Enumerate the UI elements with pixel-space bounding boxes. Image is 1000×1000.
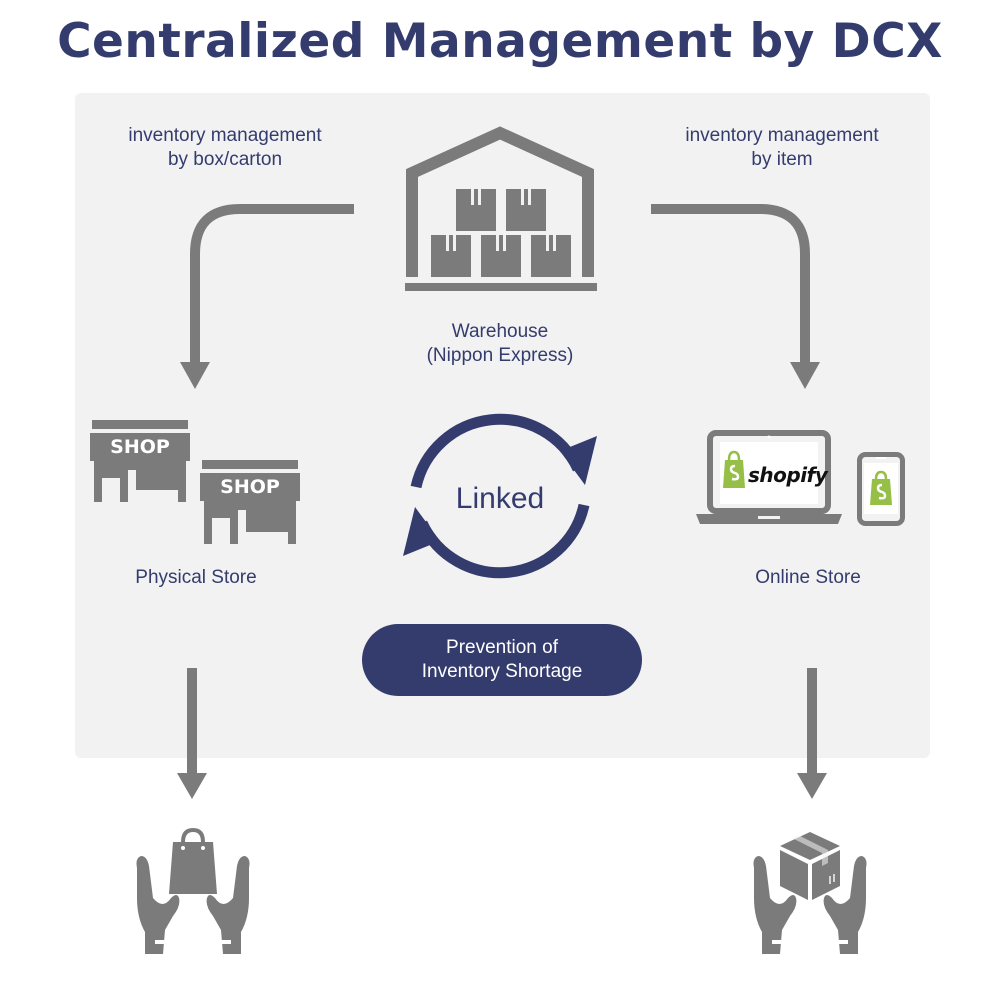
right-flow-arrow-head [790, 362, 820, 389]
linked-label: Linked [455, 482, 545, 515]
right-flow-label-line2: by item [751, 149, 813, 170]
shop-building-2 [200, 460, 300, 544]
warehouse-icon [405, 126, 597, 291]
sync-cycle-icon [403, 413, 597, 579]
left-flow-label-line1: inventory management [128, 125, 322, 146]
shop-icon: SHOP [200, 460, 300, 544]
right-down-arrow-head [797, 773, 827, 799]
right-down-arrow-shaft [807, 668, 817, 774]
right-flow-label: inventory management by item [657, 124, 907, 172]
left-flow-label-line2: by box/carton [167, 149, 283, 170]
shopify-wordmark: shopify [748, 463, 828, 487]
laptop-body [696, 430, 842, 524]
right-flow-label-line1: inventory management [685, 125, 879, 146]
smartphone-icon [857, 452, 905, 526]
shop-building-1 [90, 420, 190, 502]
physical-store-label: Physical Store [135, 567, 257, 588]
laptop-icon: shopify [696, 430, 842, 526]
online-store-label: Online Store [755, 567, 861, 588]
prevention-badge-line2: Inventory Shortage [421, 661, 583, 682]
left-flow-arrow-head [180, 362, 210, 389]
shop-sign-1: SHOP [110, 436, 170, 458]
prevention-badge: Prevention of Inventory Shortage [362, 624, 642, 696]
page-title: Centralized Management by DCX [57, 14, 943, 69]
right-flow-arrow [651, 204, 810, 362]
warehouse-label: Warehouse (Nippon Express) [372, 320, 628, 368]
left-flow-arrow [190, 204, 354, 362]
left-down-arrow-head [177, 773, 207, 799]
shop-icon: SHOP [90, 420, 190, 502]
warehouse-label-line1: Warehouse [451, 321, 549, 342]
left-flow-label: inventory management by box/carton [100, 124, 350, 172]
warehouse-label-line2: (Nippon Express) [426, 345, 574, 366]
prevention-badge-line1: Prevention of [446, 637, 558, 658]
hands-parcel-box-icon [753, 832, 867, 954]
hands-shopping-bag-icon [136, 827, 250, 954]
shop-sign-2: SHOP [220, 476, 280, 498]
left-down-arrow-shaft [187, 668, 197, 774]
